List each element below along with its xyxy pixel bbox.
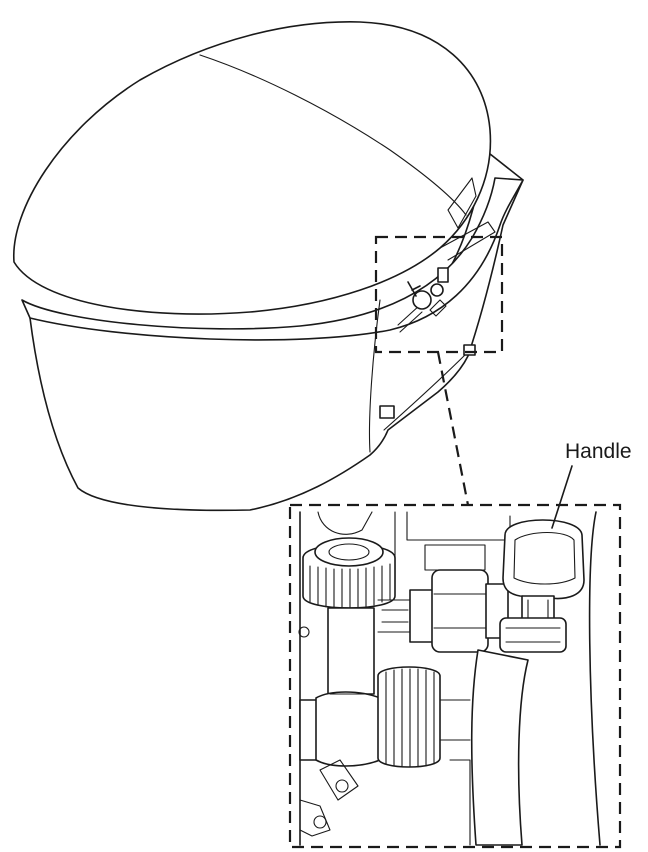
rear-panel-lower (439, 221, 496, 261)
rear-panel (447, 177, 477, 229)
valve-handle (502, 519, 585, 600)
knurled-ring (377, 666, 441, 768)
detail-leader-line (436, 351, 470, 506)
handle-callout-line (551, 465, 573, 529)
bottom-connector (379, 405, 395, 419)
toilet-seat (21, 177, 524, 341)
lid-seam (199, 54, 467, 216)
supply-hose (470, 649, 529, 846)
toilet-lid (13, 21, 492, 315)
handle-callout-label: Handle (565, 440, 632, 463)
hex-nut (431, 569, 489, 653)
valve-detail-small (397, 267, 476, 356)
toilet-illustration (13, 21, 524, 512)
detail-region-enlarged (288, 503, 622, 849)
enlarged-valve-assembly (298, 511, 601, 846)
body-crease (368, 299, 381, 453)
body-crease-2 (383, 349, 471, 431)
